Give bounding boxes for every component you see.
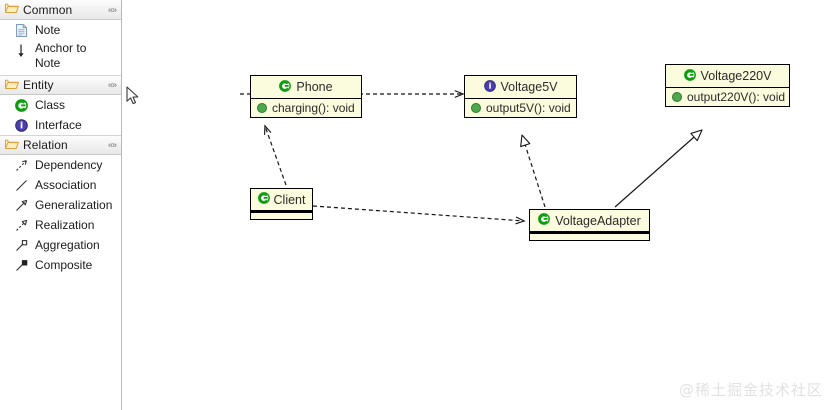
- palette-item-label: Dependency: [35, 158, 103, 172]
- uml-node-voltage5v[interactable]: Voltage5V output5V(): void: [464, 75, 577, 118]
- uml-node-title: Voltage5V: [500, 80, 558, 94]
- palette-item-label: Generalization: [35, 198, 113, 212]
- palette-group-header-common[interactable]: Common «»: [0, 0, 121, 20]
- uml-node-empty-compartment: [251, 212, 312, 219]
- palette-group-header-entity[interactable]: Entity «»: [0, 75, 121, 95]
- palette-item-class[interactable]: Class: [0, 95, 121, 115]
- uml-node-header: Phone: [251, 76, 361, 99]
- uml-node-title: Phone: [296, 80, 333, 94]
- uml-node-header: Voltage5V: [465, 76, 576, 99]
- palette-item-label: Composite: [35, 258, 93, 272]
- palette-item-label: Aggregation: [35, 238, 100, 252]
- folder-icon: [5, 138, 19, 153]
- tool-palette: Common «» Note: [0, 0, 122, 410]
- palette-item-composite[interactable]: Composite: [0, 255, 121, 275]
- note-document-icon: [14, 23, 28, 37]
- uml-node-title: Client: [273, 192, 306, 207]
- uml-node-title: Voltage220V: [700, 69, 772, 83]
- connector-layer: [240, 90, 703, 225]
- uml-node-voltageadapter[interactable]: VoltageAdapter: [529, 209, 650, 241]
- palette-group-label: Entity: [23, 78, 54, 92]
- palette-group-common: Common «» Note: [0, 0, 121, 75]
- palette-item-label: Realization: [35, 218, 95, 232]
- palette-item-realization[interactable]: Realization: [0, 215, 121, 235]
- uml-node-client[interactable]: Client: [250, 188, 313, 220]
- class-circle-icon: [279, 79, 292, 95]
- uml-member-label: charging(): void: [272, 101, 355, 115]
- palette-item-aggregation[interactable]: Aggregation: [0, 235, 121, 255]
- filled-diamond-icon: [14, 258, 28, 272]
- uml-member-label: output220V(): void: [687, 90, 786, 104]
- class-circle-icon: [683, 68, 696, 84]
- uml-member-label: output5V(): void: [486, 101, 571, 115]
- collapse-chevrons-icon[interactable]: «»: [107, 4, 117, 14]
- palette-group-header-relation[interactable]: Relation «»: [0, 135, 121, 155]
- folder-icon: [5, 78, 19, 93]
- folder-icon: [5, 2, 19, 17]
- palette-item-label: Class: [35, 98, 66, 112]
- interface-circle-icon: [14, 118, 28, 132]
- uml-node-voltage220v[interactable]: Voltage220V output220V(): void: [665, 64, 790, 107]
- class-circle-icon: [14, 98, 28, 112]
- palette-group-label: Relation: [23, 138, 68, 152]
- palette-item-anchor-to-note[interactable]: Anchor to Note: [0, 40, 121, 75]
- uml-node-member-row: charging(): void: [251, 99, 361, 117]
- watermark-text: @稀土掘金技术社区: [678, 381, 823, 399]
- uml-node-header: Voltage220V: [666, 65, 789, 88]
- solid-line-icon: [14, 178, 28, 192]
- palette-group-label: Common: [23, 2, 73, 17]
- class-circle-icon: [538, 213, 551, 228]
- dashed-open-arrow-icon: [14, 158, 28, 172]
- palette-item-label: Association: [35, 178, 97, 192]
- member-bullet-icon: [471, 103, 481, 113]
- palette-item-association[interactable]: Association: [0, 175, 121, 195]
- palette-item-label: Interface: [35, 118, 82, 132]
- edge-client-depends-phone[interactable]: [263, 124, 287, 186]
- solid-hollow-arrow-icon: [14, 198, 28, 212]
- edge-client-depends-voltageadapter[interactable]: [312, 205, 526, 225]
- uml-node-header: VoltageAdapter: [530, 210, 649, 233]
- palette-item-interface[interactable]: Interface: [0, 115, 121, 135]
- palette-item-note[interactable]: Note: [0, 20, 121, 40]
- interface-circle-icon: [483, 79, 496, 95]
- class-circle-icon: [257, 192, 270, 207]
- palette-item-label: Anchor to Note: [35, 41, 87, 70]
- collapse-chevrons-icon[interactable]: «»: [107, 79, 117, 90]
- uml-node-empty-compartment: [530, 233, 649, 240]
- edge-voltageadapter-realizes-voltage5v[interactable]: [520, 134, 546, 208]
- uml-node-header: Client: [251, 189, 312, 212]
- palette-group-entity: Entity «» Class: [0, 75, 121, 135]
- palette-item-dependency[interactable]: Dependency: [0, 155, 121, 175]
- palette-item-label: Note: [35, 23, 61, 37]
- dashed-hollow-arrow-icon: [14, 218, 28, 232]
- collapse-chevrons-icon[interactable]: «»: [107, 139, 117, 150]
- uml-node-member-row: output220V(): void: [666, 88, 789, 106]
- anchor-arrow-down-icon: [14, 44, 28, 58]
- member-bullet-icon: [257, 103, 267, 113]
- uml-node-member-row: output5V(): void: [465, 99, 576, 117]
- member-bullet-icon: [672, 92, 682, 102]
- hollow-diamond-icon: [14, 238, 28, 252]
- palette-group-relation: Relation «» Dependency Asso: [0, 135, 121, 275]
- uml-node-title: VoltageAdapter: [555, 213, 641, 228]
- edge-voltageadapter-extends-voltage220v[interactable]: [614, 129, 703, 208]
- diagram-canvas[interactable]: Phone charging(): void Voltage5V: [122, 0, 837, 410]
- palette-item-generalization[interactable]: Generalization: [0, 195, 121, 215]
- uml-node-phone[interactable]: Phone charging(): void: [250, 75, 362, 118]
